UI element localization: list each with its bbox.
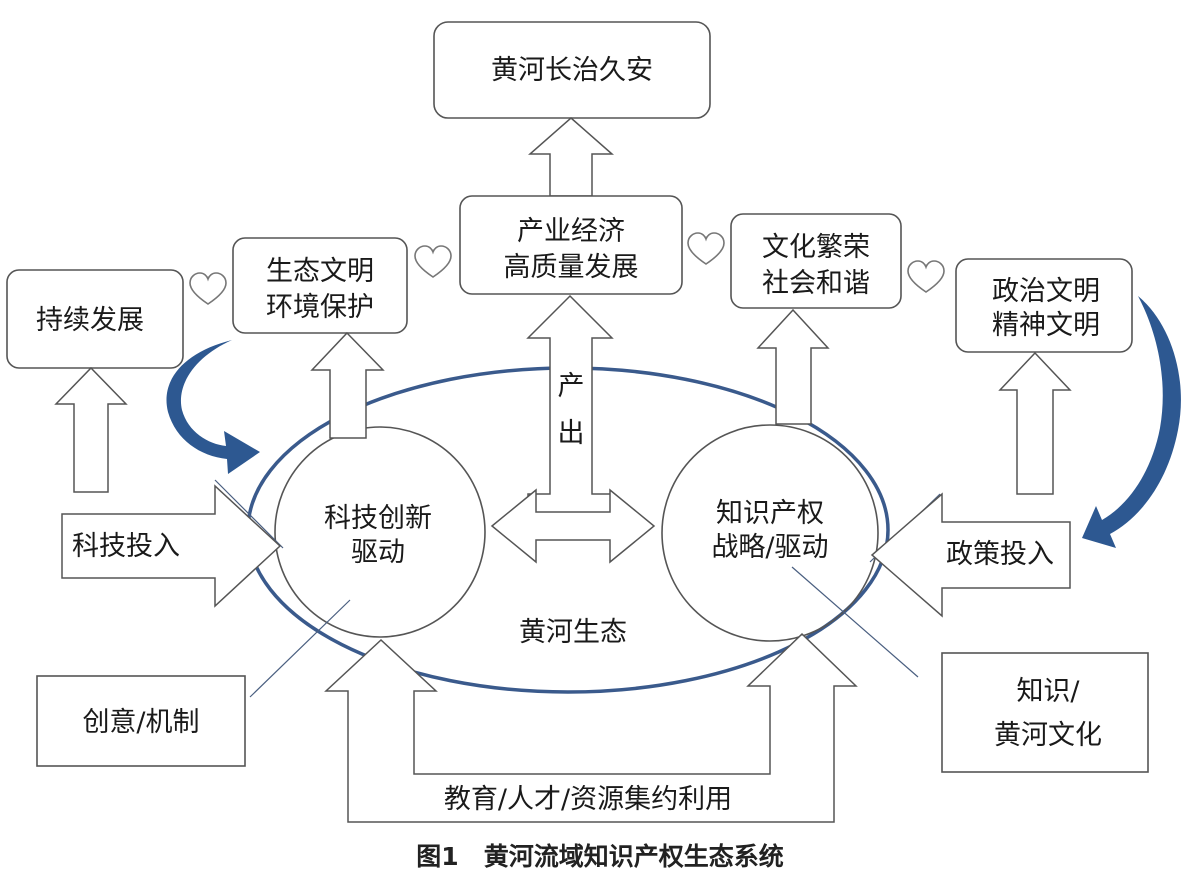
politics-box xyxy=(955,258,1133,353)
knowledge-box xyxy=(941,652,1149,773)
figure-caption: 图1 黄河流域知识产权生态系统 xyxy=(416,842,783,871)
heart-icon xyxy=(687,232,725,265)
politics-label-1: 政治文明 xyxy=(992,276,1100,307)
tech-circle-label-2: 驱动 xyxy=(351,537,405,568)
curved-arrow-icon xyxy=(166,340,260,474)
culture-box xyxy=(730,213,902,309)
industry-box xyxy=(459,195,683,295)
ecology-label-2: 环境保护 xyxy=(266,292,374,323)
arrow-to-ecology xyxy=(310,331,385,439)
knowledge-label-2: 黄河文化 xyxy=(994,720,1102,751)
tech-input-arrow xyxy=(61,484,282,608)
heart-icon xyxy=(907,260,945,293)
policy-input-arrow xyxy=(870,492,1071,618)
ip-circle-label-1: 知识产权 xyxy=(716,498,824,529)
ecology-label-1: 生态文明 xyxy=(266,256,374,287)
arrow-to-sustainable xyxy=(54,366,128,493)
tech-circle-label-1: 科技创新 xyxy=(324,503,432,534)
ip-circle-label-2: 战略/驱动 xyxy=(711,532,828,563)
sustainable-label: 持续发展 xyxy=(36,305,144,336)
top-goal-label: 黄河长治久安 xyxy=(491,55,653,86)
creativity-label: 创意/机制 xyxy=(82,707,199,738)
politics-label-2: 精神文明 xyxy=(992,310,1100,341)
heart-icon xyxy=(414,245,452,278)
knowledge-link-line xyxy=(791,566,919,678)
interaction-double-arrow xyxy=(490,488,656,564)
output-label-1: 产 xyxy=(558,371,585,402)
sustainable-box xyxy=(6,269,184,369)
arrow-to-top-goal xyxy=(528,117,614,197)
arrow-to-culture xyxy=(756,308,830,425)
industry-label-2: 高质量发展 xyxy=(504,252,639,283)
base-support-label: 教育/人才/资源集约利用 xyxy=(444,784,732,815)
output-label-2: 出 xyxy=(558,418,585,449)
ecology-ellipse-label: 黄河生态 xyxy=(519,617,627,648)
industry-label-1: 产业经济 xyxy=(517,216,625,247)
knowledge-label-1: 知识/ xyxy=(1016,676,1080,707)
tech-input-link-line xyxy=(214,479,284,549)
curved-arrow-icon xyxy=(1082,296,1181,548)
heart-icon xyxy=(189,272,227,305)
tech-input-label: 科技投入 xyxy=(72,531,180,562)
policy-input-label: 政策投入 xyxy=(946,539,1054,570)
base-support-arrow xyxy=(324,632,858,823)
creativity-link-line xyxy=(249,599,351,698)
ip-strategy-circle xyxy=(661,424,879,642)
culture-label-1: 文化繁荣 xyxy=(762,232,870,263)
ecology-box xyxy=(232,237,408,334)
creativity-box xyxy=(36,675,246,767)
arrow-to-politics xyxy=(998,351,1072,495)
tech-innovation-circle xyxy=(274,426,486,638)
culture-label-2: 社会和谐 xyxy=(762,268,870,299)
output-t-arrow xyxy=(526,294,614,515)
